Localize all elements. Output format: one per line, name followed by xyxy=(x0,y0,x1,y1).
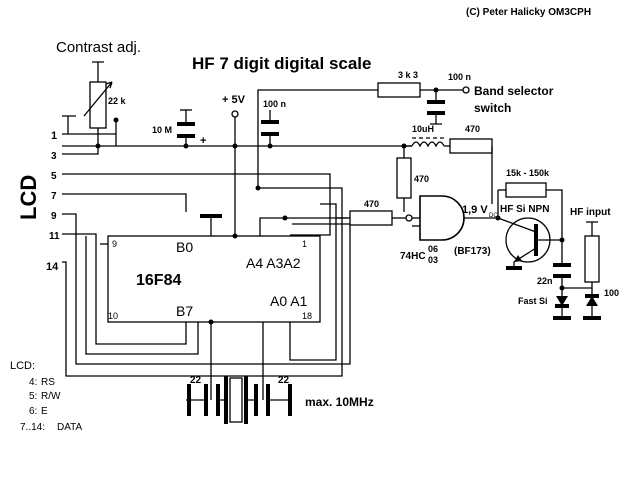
lcd-wires xyxy=(62,133,351,377)
ic-pin9: 9 xyxy=(112,239,117,249)
pic-16f84: 16F84 B0 B7 A4 A3A2 A0 A1 1 9 10 18 xyxy=(107,235,321,323)
copyright-text: (C) Peter Halicky OM3CPH xyxy=(466,7,591,18)
res-470-gate-label: 470 xyxy=(364,199,379,209)
hf-input: HF input 100 xyxy=(562,207,619,320)
crystal-section: 22 22 max. 10MHz xyxy=(186,375,374,424)
lcd-pin-labels: 1 3 5 7 9 11 14 xyxy=(46,130,60,273)
voltage-main: 1,9 V xyxy=(462,204,488,216)
cap-22-b-label: 22 xyxy=(278,375,290,386)
cap-plus: + xyxy=(200,135,206,147)
legend-pin-6: 6: xyxy=(29,406,37,417)
lcd-pin-7: 7 xyxy=(51,191,57,202)
transistor-label: HF Si NPN xyxy=(500,204,549,215)
res-470-gate: 470 xyxy=(336,199,413,226)
band-selector-label-2: switch xyxy=(474,101,511,115)
lcd-pin-5: 5 xyxy=(51,171,57,182)
legend-pin-7-14: 7..14: xyxy=(20,422,45,433)
cap-22-a-label: 22 xyxy=(190,375,202,386)
band-selector-label-1: Band selector xyxy=(474,84,554,98)
legend-pin-5: 5: xyxy=(29,391,37,402)
lcd-pin-1: 1 xyxy=(51,130,57,142)
ic-pin1: 1 xyxy=(302,239,307,249)
lcd-pin-11: 11 xyxy=(49,231,60,242)
legend-name-6: E xyxy=(41,406,48,417)
cap-10m: 10 M + xyxy=(152,109,206,149)
legend-name-4: RS xyxy=(41,377,55,388)
res-470-v-label: 470 xyxy=(414,174,429,184)
legend-name-5: R/W xyxy=(41,391,61,402)
cap-10m-label: 10 M xyxy=(152,125,172,135)
ic-pin10: 10 xyxy=(108,311,118,321)
transistor-type: (BF173) xyxy=(454,246,491,257)
res-470-c-label: 470 xyxy=(465,124,480,134)
res-15k-label: 15k - 150k xyxy=(506,168,550,178)
max-freq-label: max. 10MHz xyxy=(305,395,374,409)
cap-100n-a: 100 n xyxy=(261,99,286,149)
cap-100n-a-label: 100 n xyxy=(263,99,286,109)
inductor-10uh: 10uH 470 xyxy=(404,124,493,204)
hf-input-label: HF input xyxy=(570,207,611,218)
nand-gate: 74HC 06 03 1,9 V DC xyxy=(400,195,501,265)
inductor-label: 10uH xyxy=(412,124,434,134)
ic-name: 16F84 xyxy=(136,272,181,289)
cap-22n-label: 22n xyxy=(537,276,553,286)
ic-pin18: 18 xyxy=(302,311,312,321)
legend-name-7-14: DATA xyxy=(57,422,83,433)
band-selector: 3 k 3 100 n Band selector switch xyxy=(255,70,554,191)
pot-value: 22 k xyxy=(108,96,127,106)
ic-b7: B7 xyxy=(176,303,193,319)
ic-wiring xyxy=(85,203,348,380)
legend-pin-4: 4: xyxy=(29,377,37,388)
ic-a4a3a2: A4 A3A2 xyxy=(246,255,301,271)
lcd-legend: LCD: 4: RS 5: R/W 6: E 7..14: DATA xyxy=(10,360,83,433)
fast-si-label: Fast Si xyxy=(518,296,548,306)
gate-top: 06 xyxy=(428,244,438,254)
lcd-pin-3: 3 xyxy=(51,151,57,162)
contrast-pot: 22 k xyxy=(83,61,127,149)
lcd-pin-9: 9 xyxy=(51,211,57,222)
gate-prefix: 74HC xyxy=(400,251,426,262)
voltage-sub: DC xyxy=(489,213,498,219)
contrast-label: Contrast adj. xyxy=(56,39,141,56)
schematic-title: HF 7 digit digital scale xyxy=(192,54,371,73)
plus5v-rail: + 5V xyxy=(222,94,246,236)
legend-title: LCD: xyxy=(10,360,35,372)
plus5v-label: + 5V xyxy=(222,94,246,106)
ic-b0: B0 xyxy=(176,239,193,255)
cap-100n-b-label: 100 n xyxy=(448,72,471,82)
res-3k3-label: 3 k 3 xyxy=(398,70,418,80)
lcd-label: LCD xyxy=(16,175,41,220)
lcd-pin-14: 14 xyxy=(46,261,59,273)
gate-bot: 03 xyxy=(428,255,438,265)
res-100-label: 100 xyxy=(604,288,619,298)
ic-a0a1: A0 A1 xyxy=(270,293,308,309)
res-470-vertical: 470 xyxy=(396,143,429,212)
transistor-stage: 15k - 150k HF Si NPN (BF173) 22n Fast Si xyxy=(454,168,571,320)
